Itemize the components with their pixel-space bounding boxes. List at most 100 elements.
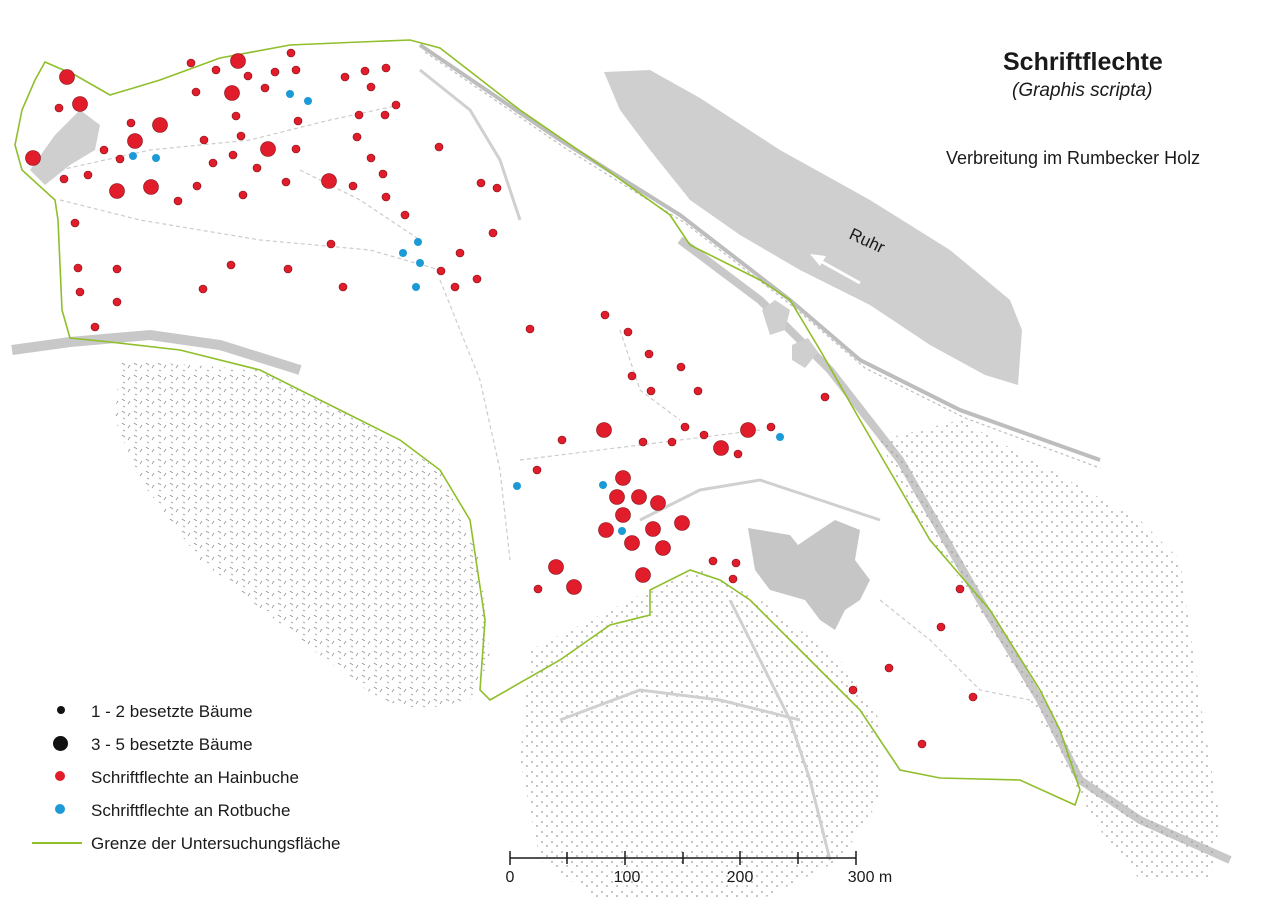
rotbuche-dot [776, 433, 784, 441]
hainbuche-dot [708, 556, 718, 566]
hainbuche-dot [740, 422, 756, 438]
hainbuche-dot [186, 58, 196, 68]
hainbuche-dot [731, 558, 741, 568]
hainbuche-dot [75, 287, 85, 297]
scale-label-300: 300 m [847, 869, 893, 886]
hainbuche-dot [143, 179, 159, 195]
river-arrow-head-icon [810, 254, 826, 266]
region-label: Verbreitung im Rumbecker Holz [946, 148, 1201, 168]
pond-east-2 [792, 338, 818, 368]
hainbuche-dot [676, 362, 686, 372]
rotbuche-dot [618, 527, 626, 535]
hainbuche-dot [70, 218, 80, 228]
rotbuche-dot [414, 238, 422, 246]
hainbuche-dot [646, 386, 656, 396]
hainbuche-dot [199, 135, 209, 145]
hainbuche-dot [525, 324, 535, 334]
hainbuche-dot [360, 66, 370, 76]
hainbuche-dot [627, 371, 637, 381]
legend-big-label: 3 - 5 besetzte Bäume [91, 735, 253, 754]
hainbuche-dot [655, 540, 671, 556]
hainbuche-dot [693, 386, 703, 396]
rotbuche-dot [513, 482, 521, 490]
hainbuche-dot [352, 132, 362, 142]
hainbuche-dot [73, 263, 83, 273]
hainbuche-dot [766, 422, 776, 432]
study-area-boundary [14, 39, 1081, 807]
rotbuche-dot [399, 249, 407, 257]
occurrence-dots [25, 48, 978, 749]
hainbuche-dot [281, 177, 291, 187]
hainbuche-dot [968, 692, 978, 702]
hainbuche-dot [644, 349, 654, 359]
railway-line [418, 43, 1101, 462]
hainbuche-dot [598, 522, 614, 538]
hainbuche-dot [533, 584, 543, 594]
ruhr-river [604, 70, 1022, 385]
hainbuche-dot [72, 96, 88, 112]
hainbuche-dot [381, 192, 391, 202]
pond-east-1 [762, 300, 790, 335]
hainbuche-dot [260, 141, 276, 157]
hainbuche-dot [674, 515, 690, 531]
hainbuche-dot [192, 181, 202, 191]
hainbuche-dot [600, 310, 610, 320]
hainbuche-dot [231, 111, 241, 121]
hainbuche-dot [54, 103, 64, 113]
rotbuche-dot [286, 90, 294, 98]
hainbuche-dot [609, 489, 625, 505]
hainbuche-dot [548, 559, 564, 575]
hainbuche-dot [83, 170, 93, 180]
hainbuche-dot [238, 190, 248, 200]
hainbuche-dot [340, 72, 350, 82]
rotbuche-dot [129, 152, 137, 160]
hainbuche-dot [566, 579, 582, 595]
map-title: Schriftflechte [1003, 48, 1163, 76]
hainbuche-dot [436, 266, 446, 276]
river-arrow-icon [814, 256, 861, 285]
hainbuche-dot [596, 422, 612, 438]
hainbuche-dot [532, 465, 542, 475]
hainbuche-dot [283, 264, 293, 274]
hainbuche-dot [391, 100, 401, 110]
hainbuche-dot [623, 327, 633, 337]
hainbuche-dot [955, 584, 965, 594]
scale-bar [509, 851, 857, 865]
hainbuche-dot [198, 284, 208, 294]
big-dot-icon [53, 736, 68, 751]
hainbuche-dot [650, 495, 666, 511]
hainbuche-dot [191, 87, 201, 97]
hainbuche-dot [112, 297, 122, 307]
hainbuche-dot [291, 65, 301, 75]
hainbuche-dot [252, 163, 262, 173]
hainbuche-dot [380, 110, 390, 120]
hainbuche-dot [59, 69, 75, 85]
hainbuche-dot [99, 145, 109, 155]
hainbuche-dot [699, 430, 709, 440]
hainbuche-dot [624, 535, 640, 551]
hainbuche-dot [25, 150, 41, 166]
hainbuche-dot [326, 239, 336, 249]
hainbuche-dot [236, 131, 246, 141]
hainbuche-dot [615, 470, 631, 486]
hainbuche-dot [848, 685, 858, 695]
hainbuche-dot [381, 63, 391, 73]
rotbuche-dot [599, 481, 607, 489]
small-dot-icon [57, 706, 65, 714]
hainbuche-dot [713, 440, 729, 456]
hainbuche-dot [348, 181, 358, 191]
rotbuche-dot [152, 154, 160, 162]
hainbuche-dot [127, 133, 143, 149]
hainbuche-dot [635, 567, 651, 583]
hainbuche-dot [112, 264, 122, 274]
hainbuche-dot [59, 174, 69, 184]
hainbuche-dot [338, 282, 348, 292]
hainbuche-dot [226, 260, 236, 270]
hainbuche-dot [286, 48, 296, 58]
hainbuche-dot [260, 83, 270, 93]
hainbuche-dot [455, 248, 465, 258]
hainbuche-dot [820, 392, 830, 402]
hainbuche-dot [109, 183, 125, 199]
hainbuche-dot [173, 196, 183, 206]
